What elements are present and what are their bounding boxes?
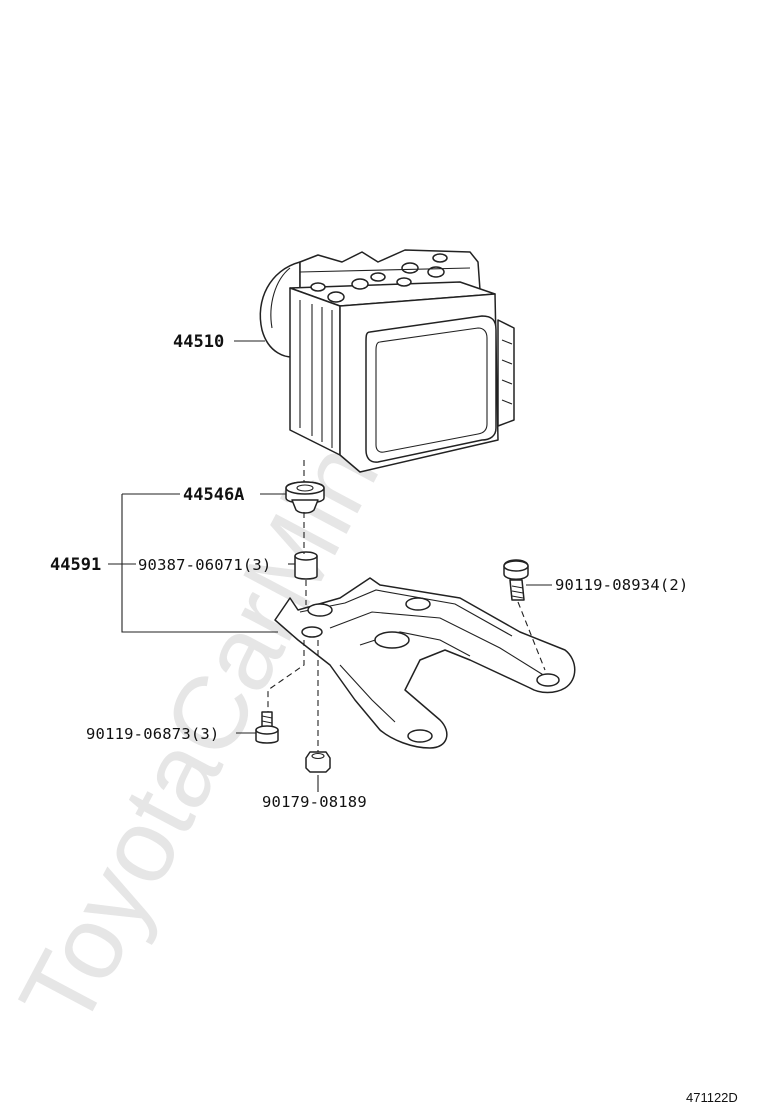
callout-nut: 90179-08189 <box>262 793 367 811</box>
callout-bolt-left: 90119-06873(3) <box>86 725 219 743</box>
callout-abs-actuator: 44510 <box>173 332 224 352</box>
callout-bracket-assembly: 44591 <box>50 555 101 575</box>
callout-bolt-right: 90119-08934(2) <box>555 576 688 594</box>
callout-collar: 90387-06071(3) <box>138 556 271 574</box>
bracket-drawing <box>274 577 576 749</box>
cushion-drawing <box>285 481 325 514</box>
figure-reference: 471122D <box>686 1090 738 1105</box>
abs-actuator-drawing <box>259 249 515 473</box>
nut-drawing <box>305 751 331 773</box>
bolt-left-drawing <box>255 711 279 744</box>
leader-lines <box>108 340 552 792</box>
alignment-lines <box>267 460 546 752</box>
callout-cushion: 44546A <box>183 485 244 505</box>
bolt-right-drawing <box>503 559 529 601</box>
collar-drawing <box>294 551 318 580</box>
